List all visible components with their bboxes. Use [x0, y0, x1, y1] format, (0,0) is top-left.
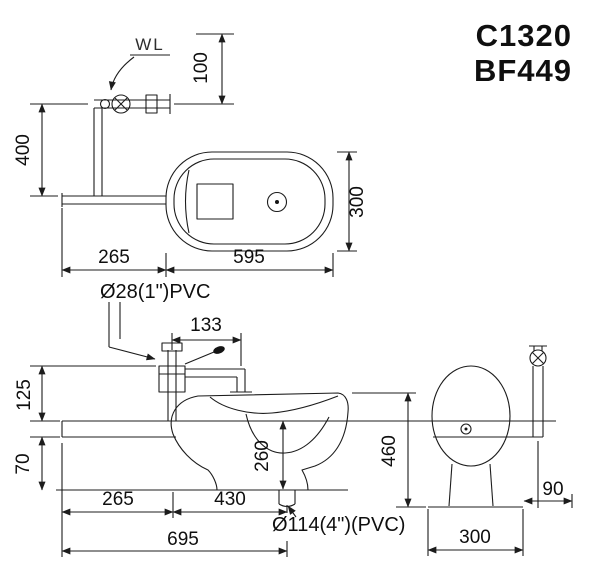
dim-400-label: 400: [13, 134, 34, 166]
dim-rear-pipe-offset: 90: [523, 441, 573, 508]
dim-300-rear-label: 300: [459, 527, 491, 548]
dim-bowl-height: 260: [252, 420, 287, 490]
rear-valve-fitting: [529, 345, 547, 367]
dim-supply-drop: 400: [13, 103, 88, 197]
supply-pipe-side: [61, 421, 176, 438]
rear-view: 90 300: [427, 345, 573, 556]
dim-valve-span: 133: [171, 315, 242, 366]
dim-300-plan-label: 300: [347, 186, 368, 218]
water-line-callout: WL: [108, 35, 170, 91]
dim-offset-top: 100: [174, 33, 234, 105]
dim-100-label: 100: [191, 52, 212, 84]
dim-260-label: 260: [252, 440, 273, 472]
flush-valve: [158, 342, 252, 421]
side-view: Ø28(1")PVC 133: [13, 281, 556, 557]
dim-460-label: 460: [379, 435, 400, 467]
rear-outline: [428, 365, 523, 508]
dim-pipe-height: 70: [13, 436, 60, 491]
wl-label: WL: [135, 35, 165, 54]
supply-pipe-plan: [61, 108, 166, 207]
dim-bottom-row2: 695: [61, 529, 288, 557]
dim-265-side-label: 265: [102, 489, 134, 510]
dim-430-label: 430: [214, 489, 246, 510]
inlet-pipe-label: Ø28(1")PVC: [100, 281, 210, 303]
plan-view: WL: [13, 33, 368, 277]
model-number-1: C1320: [476, 18, 572, 53]
dim-70-label: 70: [13, 453, 34, 474]
dim-595-label: 595: [233, 247, 265, 268]
dim-695-label: 695: [167, 529, 199, 550]
outlet-pipe-label: Ø114(4")(PVC): [272, 514, 405, 536]
dim-total-height: 460: [352, 392, 426, 508]
header: C1320 BF449: [474, 18, 572, 88]
model-number-2: BF449: [474, 53, 572, 88]
outlet-pipe: [278, 490, 296, 508]
dim-inlet-height: 125: [14, 365, 156, 422]
pipe-size-callout: Ø28(1")PVC: [100, 281, 210, 361]
dim-265-plan-label: 265: [98, 247, 130, 268]
dim-rear-width: 300: [427, 509, 524, 556]
dim-125-label: 125: [14, 379, 35, 411]
water-inlet-fitting: [94, 94, 171, 114]
dim-plan-width: 300: [337, 151, 368, 252]
dim-133-label: 133: [190, 315, 222, 336]
dim-90-label: 90: [542, 479, 563, 500]
outlet-size-callout: Ø114(4")(PVC): [272, 505, 405, 536]
dim-bottom-row1: 265 430: [61, 443, 288, 557]
toilet-plan-outline: [165, 151, 334, 252]
rear-supply-pipe: [433, 366, 544, 438]
dim-plan-horizontal: 265 595: [61, 208, 334, 277]
